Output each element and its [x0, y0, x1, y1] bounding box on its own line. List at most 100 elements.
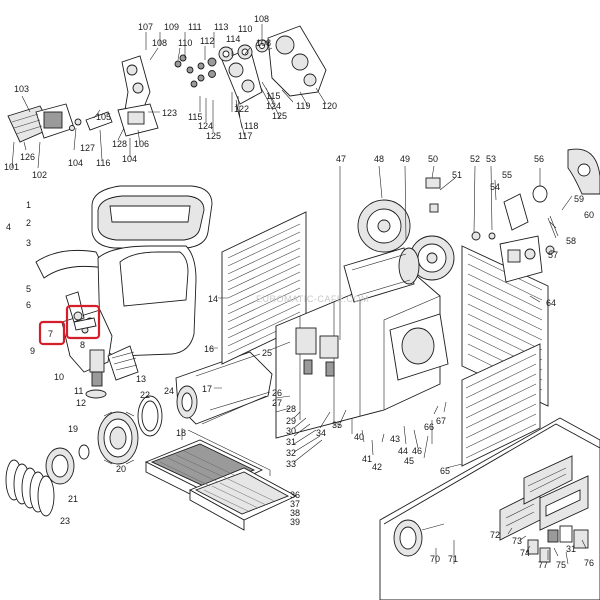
callout: 109 — [164, 22, 179, 32]
callout: 108 — [256, 38, 271, 48]
control-panel-inset — [379, 417, 600, 600]
callout: 36 — [290, 490, 300, 500]
callout: 25 — [262, 348, 272, 358]
callout: 105 — [96, 112, 111, 122]
callout: 34 — [316, 428, 326, 438]
callout: 39 — [290, 517, 300, 527]
callout: 74 — [520, 548, 530, 558]
callout: 22 — [140, 390, 150, 400]
callout: 120 — [322, 101, 337, 111]
callout: 75 — [556, 560, 566, 570]
callout: 45 — [404, 456, 414, 466]
callout: 41 — [362, 454, 372, 464]
callout: 4 — [6, 222, 11, 232]
callout: 56 — [534, 154, 544, 164]
callout: 5 — [26, 284, 31, 294]
callout: 19 — [68, 424, 78, 434]
callout: 106 — [134, 139, 149, 149]
callout: 17 — [202, 384, 212, 394]
watermark-text: EUROMATIC-CAFE.COM — [256, 294, 369, 304]
callout: 71 — [448, 554, 458, 564]
machine-frame — [210, 148, 600, 469]
callout: 72 — [490, 530, 500, 540]
callout: 38 — [290, 508, 300, 518]
callout: 70 — [430, 554, 440, 564]
highlight-box-valve — [65, 304, 101, 340]
callout: 6 — [26, 300, 31, 310]
callout: 43 — [390, 434, 400, 444]
callout: 115 — [266, 91, 280, 101]
callout: 102 — [32, 170, 47, 180]
callout: 73 — [512, 536, 522, 546]
callout: 114 — [226, 34, 240, 44]
callout: 104 — [122, 154, 137, 164]
callout: 113 — [214, 22, 228, 32]
callout: 116 — [96, 158, 110, 168]
callout: 110 — [238, 24, 252, 34]
auger-spiral — [5, 459, 55, 517]
highlight-box-part-7 — [38, 320, 66, 346]
callout: 108 — [254, 14, 269, 24]
callout: 28 — [286, 404, 296, 414]
callout: 31 — [286, 437, 296, 447]
callout: 40 — [354, 432, 364, 442]
callout: 29 — [286, 416, 296, 426]
callout: 59 — [574, 194, 584, 204]
callout: 77 — [538, 560, 548, 570]
callout: 103 — [14, 84, 29, 94]
callout: 124 — [198, 121, 213, 131]
callout: 7 — [48, 329, 53, 339]
callout: 20 — [116, 464, 126, 474]
callout: 111 — [188, 22, 202, 32]
callout: 64 — [546, 298, 556, 308]
callout: 33 — [286, 459, 296, 469]
callout: 66 — [424, 422, 434, 432]
callout: 53 — [486, 154, 496, 164]
callout: 13 — [136, 374, 146, 384]
callout: 8 — [80, 340, 85, 350]
callout: 18 — [176, 428, 186, 438]
callout: 50 — [428, 154, 438, 164]
valve-assembly — [73, 311, 97, 334]
callout: 127 — [80, 143, 95, 153]
callout-labels: 107 109 111 113 108 108 110 112 114 110 … — [4, 14, 594, 570]
callout: 126 — [20, 152, 35, 162]
callout: 122 — [234, 104, 249, 114]
callout: 42 — [372, 462, 382, 472]
callout: 112 — [200, 36, 214, 46]
callout: 57 — [548, 250, 558, 260]
callout: 118 — [244, 121, 258, 131]
callout: 108 — [152, 38, 167, 48]
callout: 16 — [204, 344, 214, 354]
callout: 67 — [436, 416, 446, 426]
callout: 30 — [286, 426, 296, 436]
callout: 76 — [584, 558, 594, 568]
callout: 124 — [266, 101, 281, 111]
callout: 55 — [502, 170, 512, 180]
callout: 31 — [566, 544, 576, 554]
callout: 51 — [452, 170, 462, 180]
callout: 24 — [164, 386, 174, 396]
callout: 37 — [290, 499, 300, 509]
callout: 125 — [272, 111, 287, 121]
callout: 60 — [584, 210, 594, 220]
callout: 11 — [74, 386, 83, 396]
callout: 10 — [54, 372, 64, 382]
callout: 12 — [76, 398, 86, 408]
callout: 44 — [398, 446, 408, 456]
gearbox-assembly — [7, 24, 327, 169]
callout: 54 — [490, 182, 500, 192]
hopper-assembly — [5, 185, 273, 517]
callout: 9 — [30, 346, 35, 356]
callout: 123 — [162, 108, 177, 118]
callout: 117 — [238, 131, 252, 141]
callout: 21 — [68, 494, 78, 504]
callout: 104 — [68, 158, 83, 168]
callout: 128 — [112, 139, 127, 149]
callout: 125 — [206, 131, 221, 141]
callout: 35 — [332, 420, 342, 430]
callout: 119 — [296, 101, 310, 111]
callout: 52 — [470, 154, 480, 164]
callout: 14 — [208, 294, 218, 304]
